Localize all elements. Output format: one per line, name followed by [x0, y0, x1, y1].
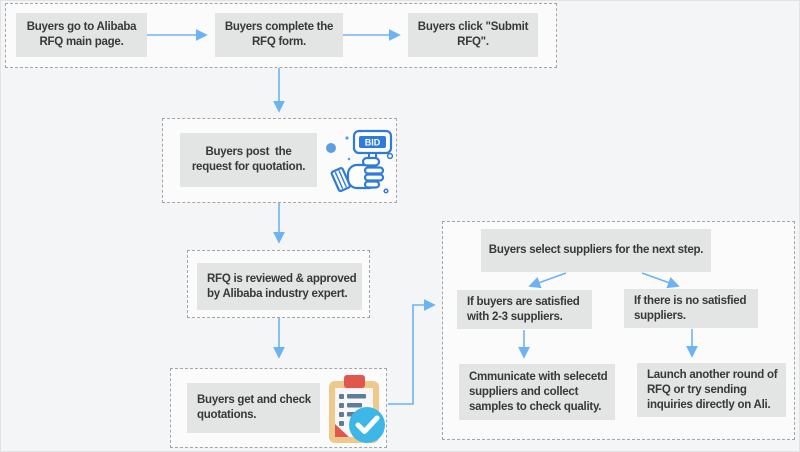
quotation-clipboard-icon — [329, 375, 385, 443]
step-box-satisfied: If buyers are satisfied with 2-3 supplie… — [457, 290, 592, 329]
check-icon — [355, 415, 380, 434]
paper-folded-corner — [335, 424, 349, 437]
step-box-complete-form: Buyers complete the RFQ form. — [215, 13, 343, 57]
step-box-post-request: Buyers post the request for quotation. — [180, 133, 317, 187]
step-box-not-satisfied: If there is no satisfied suppliers. — [624, 289, 758, 328]
step-box-click-submit: Buyers click "Submit RFQ". — [408, 13, 538, 57]
check-circle — [349, 407, 385, 443]
step-box-goto-rfq-page: Buyers go to Alibaba RFQ main page. — [16, 13, 147, 57]
step-box-get-check-quotations: Buyers get and check quotations. — [187, 383, 320, 433]
clipboard-clip — [344, 375, 365, 388]
arrow-check-to-select-elbow — [388, 299, 436, 405]
step-box-communicate-samples: Cmmunicate with selecetd suppliers and c… — [459, 364, 615, 420]
bid-hand-icon: BID — [326, 129, 394, 194]
step-box-review-approve: RFQ is reviewed & approved by Alibaba in… — [197, 263, 362, 310]
step-box-launch-another-round: Launch another round of RFQ or try sendi… — [637, 363, 786, 417]
step-box-select-suppliers: Buyers select suppliers for the next ste… — [481, 229, 711, 272]
bid-sign-label: BID — [365, 138, 381, 148]
